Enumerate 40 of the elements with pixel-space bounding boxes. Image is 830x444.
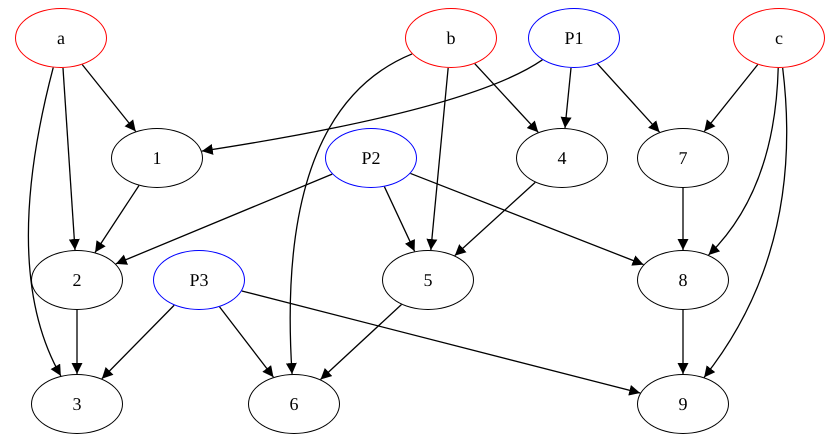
arrow — [708, 68, 779, 256]
node-label: 1 — [152, 149, 162, 167]
node-label: 6 — [290, 395, 298, 413]
arrow — [72, 310, 82, 374]
node-label: b — [446, 29, 456, 47]
arrow — [704, 68, 788, 378]
arrow — [82, 64, 136, 132]
arrow — [62, 68, 80, 250]
arrow — [560, 68, 572, 128]
arrow — [384, 186, 416, 252]
node-label: 9 — [678, 395, 688, 413]
node-label: 2 — [72, 271, 82, 289]
arrow — [596, 63, 660, 133]
arrow — [474, 63, 539, 133]
arrow — [678, 310, 688, 374]
node-label: P2 — [361, 149, 380, 167]
arrow — [219, 306, 274, 378]
arrow — [454, 182, 536, 256]
node-ellipse — [31, 250, 123, 310]
node-label: P3 — [189, 271, 208, 289]
arrow — [320, 304, 402, 380]
node-label: P1 — [564, 29, 584, 47]
node-label: c — [775, 29, 783, 47]
arrow — [116, 174, 332, 265]
node-label: 8 — [678, 271, 688, 289]
node-label: 4 — [558, 149, 566, 167]
arrow — [410, 172, 644, 266]
arrow — [28, 67, 62, 376]
arrow — [704, 64, 758, 132]
node-label: 5 — [424, 271, 432, 289]
arrow — [426, 68, 449, 250]
arrow — [94, 185, 140, 253]
node-label: 7 — [678, 149, 688, 167]
arrow — [286, 53, 412, 374]
arrow — [678, 188, 688, 250]
arrow — [101, 304, 175, 380]
arrow — [202, 59, 543, 155]
node-label: a — [57, 29, 65, 47]
arrow — [242, 290, 640, 396]
node-label: 3 — [72, 395, 82, 413]
